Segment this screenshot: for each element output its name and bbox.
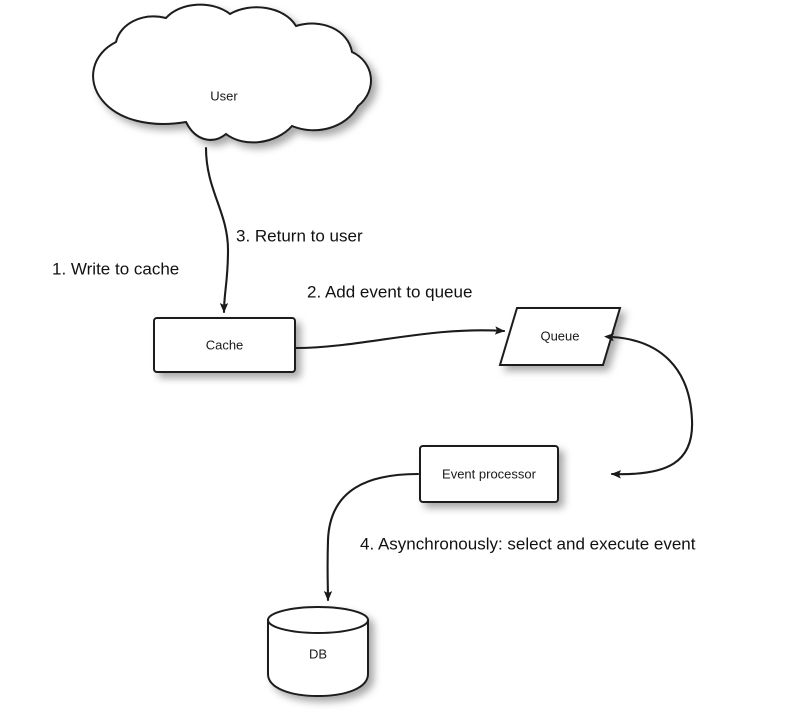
node-db[interactable]: DB	[267, 606, 369, 698]
edge-user-to-cache	[204, 146, 230, 314]
node-event-processor[interactable]: Event processor	[419, 445, 559, 503]
edge-processor-to-queue	[604, 332, 694, 479]
event-processor-shape	[419, 445, 559, 503]
step-label-1: 1. Write to cache	[52, 259, 179, 278]
node-event-processor-label: Event processor	[442, 466, 537, 481]
node-user[interactable]: User	[92, 3, 372, 144]
node-queue[interactable]: Queue	[498, 307, 622, 366]
cache-shape	[153, 317, 296, 373]
queue-shape	[498, 307, 622, 366]
db-body-shape	[267, 619, 369, 698]
step-label-3: 3. Return to user	[236, 226, 363, 245]
edge-processor-to-db	[323, 472, 420, 602]
cloud-shape	[92, 3, 372, 144]
edge-cache-to-queue	[294, 326, 506, 350]
node-cache[interactable]: Cache	[153, 317, 296, 373]
node-user-label: User	[210, 88, 238, 103]
node-cache-label: Cache	[206, 337, 244, 352]
step-label-2: 2. Add event to queue	[307, 282, 472, 301]
db-top-ellipse	[267, 606, 369, 634]
node-queue-label: Queue	[540, 328, 579, 343]
step-label-4: 4. Asynchronously: select and execute ev…	[360, 534, 696, 553]
node-db-label: DB	[309, 646, 327, 661]
